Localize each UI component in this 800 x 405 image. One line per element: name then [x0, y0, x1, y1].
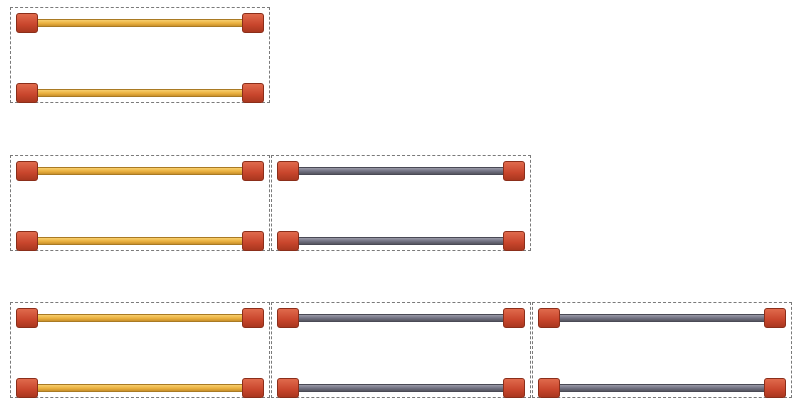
clamp-top-right [242, 161, 264, 181]
clamp-bottom-right [242, 378, 264, 398]
rail-bottom-gray [540, 384, 784, 392]
clamp-top-left [277, 308, 299, 328]
clamp-bottom-left [16, 378, 38, 398]
row-two-bays [10, 155, 531, 251]
rail-top-gray [540, 314, 784, 322]
rail-bottom-gold [18, 384, 262, 392]
clamp-top-left [277, 161, 299, 181]
clamp-bottom-right [242, 83, 264, 103]
clamp-bottom-left [538, 378, 560, 398]
clamp-top-right [503, 161, 525, 181]
clamp-top-right [242, 308, 264, 328]
clamp-top-left [16, 308, 38, 328]
clamp-top-left [538, 308, 560, 328]
clamp-bottom-left [16, 83, 38, 103]
clamp-top-right [242, 13, 264, 33]
rail-top-gold [18, 314, 262, 322]
clamp-top-right [764, 308, 786, 328]
bay-gray [271, 302, 531, 398]
bay-gray [271, 155, 531, 251]
clamp-top-right [503, 308, 525, 328]
clamp-bottom-left [277, 231, 299, 251]
rail-top-gold [18, 19, 262, 27]
clamp-bottom-left [16, 231, 38, 251]
bay-gray [532, 302, 792, 398]
bay-gold [10, 302, 270, 398]
row-three-bays [10, 302, 792, 398]
clamp-bottom-left [277, 378, 299, 398]
clamp-bottom-right [503, 378, 525, 398]
rail-bottom-gold [18, 89, 262, 97]
clamp-bottom-right [503, 231, 525, 251]
clamp-top-left [16, 161, 38, 181]
bay-gold [10, 155, 270, 251]
row-one-bay [10, 7, 270, 103]
bay-gold [10, 7, 270, 103]
clamp-bottom-right [764, 378, 786, 398]
rail-bottom-gold [18, 237, 262, 245]
rail-top-gray [279, 314, 523, 322]
clamp-bottom-right [242, 231, 264, 251]
rail-top-gray [279, 167, 523, 175]
rail-bottom-gray [279, 237, 523, 245]
rail-bottom-gray [279, 384, 523, 392]
clamp-top-left [16, 13, 38, 33]
rail-top-gold [18, 167, 262, 175]
